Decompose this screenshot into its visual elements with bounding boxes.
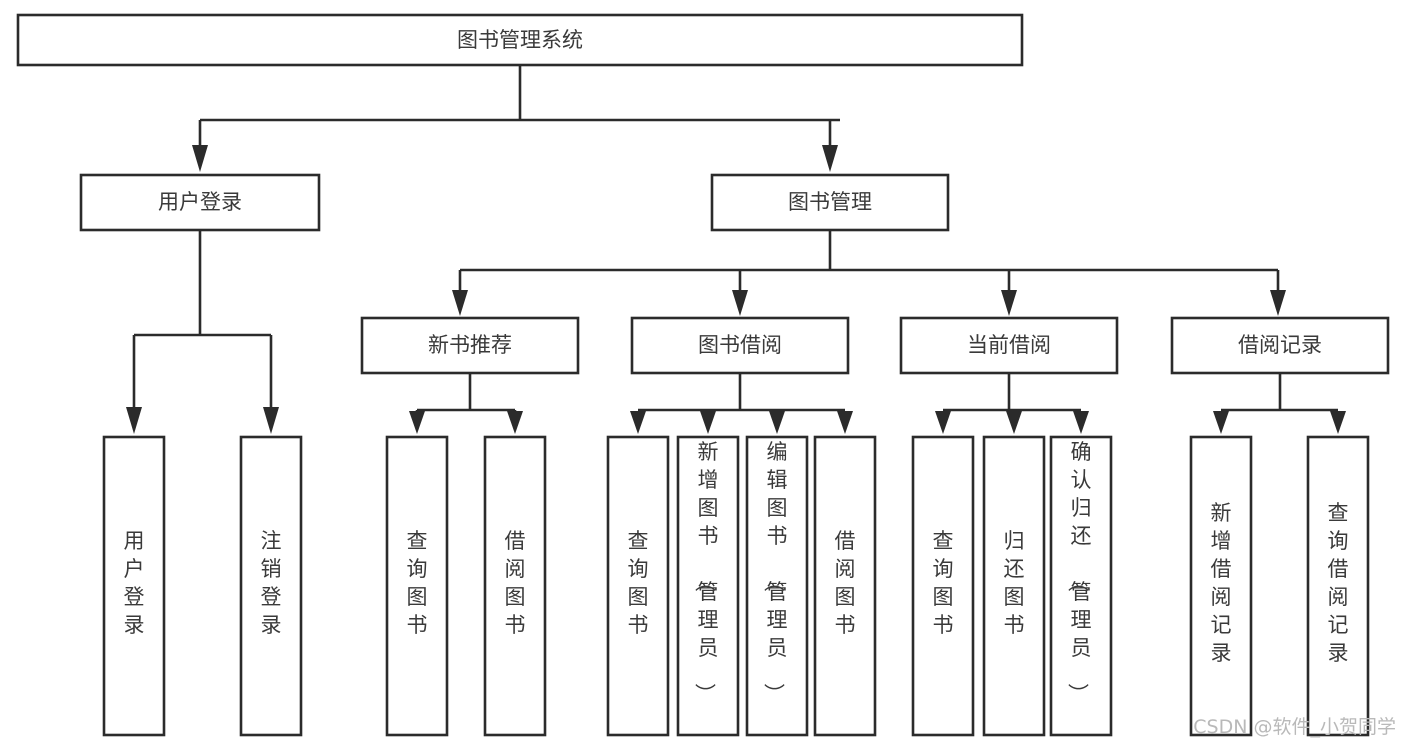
leaf-node[interactable]: 归还图书 bbox=[982, 435, 1046, 737]
leaf-node-label: 借阅图书 bbox=[505, 529, 526, 637]
node-box-user-login[interactable] bbox=[79, 173, 321, 232]
leaf-node[interactable]: 借阅图书 bbox=[483, 435, 547, 737]
node-label-user-login: 用户登录 bbox=[158, 190, 242, 214]
arrowhead-leaf-user-login bbox=[126, 407, 142, 434]
leaf-node-box[interactable] bbox=[1306, 435, 1370, 737]
arrowhead-bb-leaf4 bbox=[837, 411, 853, 434]
connector-group-current-borrow bbox=[935, 373, 1089, 434]
arrowhead-leaf-logout bbox=[263, 407, 279, 434]
leaf-node-label: 确认归还（管理员） bbox=[1066, 440, 1092, 704]
arrowhead-br-leaf1 bbox=[1213, 411, 1229, 434]
arrowhead-user-login bbox=[192, 145, 208, 172]
leaf-node-label: 编辑图书（管理员） bbox=[762, 440, 788, 704]
connector-group-root bbox=[192, 65, 840, 172]
leaf-node-label: 查询借阅记录 bbox=[1328, 501, 1349, 665]
leaf-node[interactable]: 查询图书 bbox=[911, 435, 975, 737]
leaf-node[interactable]: 用户登录 bbox=[102, 435, 166, 737]
node-label-current-borrow: 当前借阅 bbox=[967, 333, 1051, 357]
connector-group-user-login bbox=[126, 230, 279, 434]
leaf-node-label: 查询图书 bbox=[628, 529, 649, 637]
node-box-current-borrow[interactable] bbox=[899, 316, 1119, 375]
arrowhead-borrow-records bbox=[1270, 290, 1286, 316]
node-box-book-borrow[interactable] bbox=[630, 316, 850, 375]
node-root-book-management-system[interactable]: 图书管理系统 bbox=[16, 13, 1024, 67]
leaf-node-box[interactable] bbox=[982, 435, 1046, 737]
connector-group-new-books bbox=[409, 373, 523, 434]
leaf-node-layer: 用户登录 注销登录 查询图书 借阅图书 查询图书 新增图书（管理员） 编辑图书（管理员） 借阅… bbox=[102, 435, 1370, 737]
connector-group-book-mgmt bbox=[452, 230, 1286, 316]
node-box-borrow-records[interactable] bbox=[1170, 316, 1390, 375]
node-label-root: 图书管理系统 bbox=[457, 28, 583, 52]
leaf-node-box[interactable] bbox=[911, 435, 975, 737]
node-current-borrow[interactable]: 当前借阅 bbox=[899, 316, 1119, 375]
arrowhead-cb-leaf3 bbox=[1073, 411, 1089, 434]
arrowhead-bb-leaf3 bbox=[769, 411, 785, 434]
arrowhead-bb-leaf2 bbox=[700, 411, 716, 434]
arrowhead-bb-leaf1 bbox=[630, 411, 646, 434]
arrowhead-new-books bbox=[452, 290, 468, 316]
leaf-node-box[interactable] bbox=[813, 435, 877, 737]
arrowhead-br-leaf2 bbox=[1330, 411, 1346, 434]
leaf-node-label: 新增图书（管理员） bbox=[693, 440, 719, 704]
leaf-node[interactable]: 新增借阅记录 bbox=[1189, 435, 1253, 737]
leaf-node[interactable]: 编辑图书（管理员） bbox=[745, 435, 809, 737]
arrowhead-current-borrow bbox=[1001, 290, 1017, 316]
arrowhead-cb-leaf1 bbox=[935, 411, 951, 434]
leaf-node[interactable]: 确认归还（管理员） bbox=[1049, 435, 1113, 737]
node-box-new-book-recommend[interactable] bbox=[360, 316, 580, 375]
csdn-watermark: CSDN @软件_小贺同学 bbox=[1193, 716, 1396, 738]
connector-group-borrow-records bbox=[1213, 373, 1346, 434]
node-user-login[interactable]: 用户登录 bbox=[79, 173, 321, 232]
leaf-node[interactable]: 借阅图书 bbox=[813, 435, 877, 737]
node-label-book-management: 图书管理 bbox=[788, 190, 872, 214]
leaf-node-box[interactable] bbox=[239, 435, 303, 737]
leaf-node-label: 查询图书 bbox=[407, 529, 428, 637]
arrowhead-nb-leaf1 bbox=[409, 411, 425, 434]
leaf-node-box[interactable] bbox=[676, 435, 740, 737]
leaf-node[interactable]: 查询图书 bbox=[385, 435, 449, 737]
leaf-node-box[interactable] bbox=[102, 435, 166, 737]
leaf-node[interactable]: 新增图书（管理员） bbox=[676, 435, 740, 737]
leaf-node-box[interactable] bbox=[745, 435, 809, 737]
node-new-book-recommend[interactable]: 新书推荐 bbox=[360, 316, 580, 375]
leaf-node-box[interactable] bbox=[1189, 435, 1253, 737]
leaf-node-label: 归还图书 bbox=[1004, 529, 1025, 637]
leaf-node-box[interactable] bbox=[1049, 435, 1113, 737]
node-label-borrow-records: 借阅记录 bbox=[1238, 333, 1322, 357]
node-borrow-records[interactable]: 借阅记录 bbox=[1170, 316, 1390, 375]
leaf-node-box[interactable] bbox=[483, 435, 547, 737]
node-book-borrow[interactable]: 图书借阅 bbox=[630, 316, 850, 375]
leaf-node[interactable]: 注销登录 bbox=[239, 435, 303, 737]
leaf-node-label: 借阅图书 bbox=[835, 529, 856, 637]
leaf-node-label: 注销登录 bbox=[261, 529, 282, 637]
node-label-book-borrow: 图书借阅 bbox=[698, 333, 782, 357]
leaf-node-label: 用户登录 bbox=[124, 529, 145, 637]
arrowhead-cb-leaf2 bbox=[1006, 411, 1022, 434]
leaf-node-label: 查询图书 bbox=[933, 529, 954, 637]
node-box-root[interactable] bbox=[16, 13, 1024, 67]
node-box-book-management[interactable] bbox=[710, 173, 950, 232]
connector-group-book-borrow bbox=[630, 373, 853, 434]
node-label-new-book-recommend: 新书推荐 bbox=[428, 333, 512, 357]
leaf-node[interactable]: 查询图书 bbox=[606, 435, 670, 737]
leaf-node-label: 新增借阅记录 bbox=[1211, 501, 1232, 665]
leaf-node-box[interactable] bbox=[385, 435, 449, 737]
arrowhead-book-borrow bbox=[732, 290, 748, 316]
arrowhead-book-mgmt bbox=[822, 145, 838, 172]
arrowhead-nb-leaf2 bbox=[507, 411, 523, 434]
leaf-node[interactable]: 查询借阅记录 bbox=[1306, 435, 1370, 737]
node-book-management[interactable]: 图书管理 bbox=[710, 173, 950, 232]
leaf-node-box[interactable] bbox=[606, 435, 670, 737]
